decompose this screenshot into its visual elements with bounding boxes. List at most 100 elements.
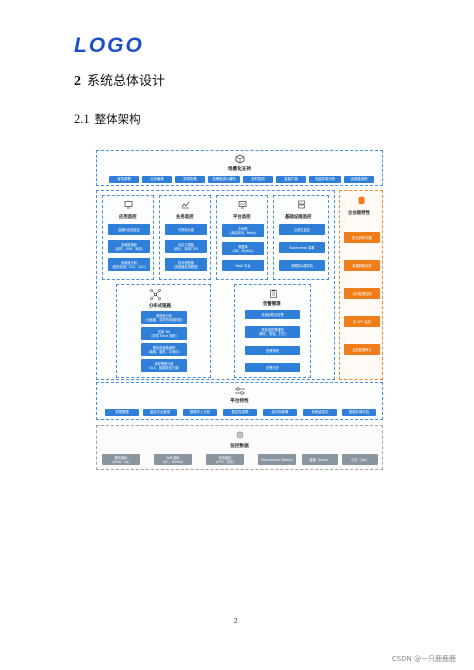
item-line: （服务实例、IDC、LDC） xyxy=(110,264,148,269)
data-tag: 链路（trace） xyxy=(302,454,338,465)
alerting-title: 告警管理 xyxy=(263,302,281,307)
item-line: 应用 Tail xyxy=(157,329,171,334)
cube-icon xyxy=(235,154,244,164)
alerting-item: 多渠道告警通知 （邮件、短信、钉钉） xyxy=(245,326,300,338)
item-line: Kubernetes 集群 xyxy=(289,245,315,250)
scenario-tag: 宣传部署 xyxy=(109,176,139,183)
platform-feature-tag: 权限管理 xyxy=(105,409,139,416)
item-line: （error、pv） xyxy=(110,459,132,464)
monitoring-data-section: 监控数据 服务指标（error、pv） JVM 指标（GC、thread） 系统… xyxy=(96,425,383,470)
item-line: 中间件 xyxy=(238,226,248,231)
monitor-icon xyxy=(238,201,247,209)
architecture-diagram: 场景化支持 宣传部署 业务编排 异常告警 告警推送&通知 定时拨测 智能扩缩 流… xyxy=(96,150,383,476)
scenario-tag: 定时拨测 xyxy=(243,176,273,183)
scenario-tag: 全链路追踪 xyxy=(344,176,374,183)
item-line: 多指标联合告警 xyxy=(261,312,284,317)
server-icon xyxy=(298,200,305,209)
item-line: 调用链分析 xyxy=(156,313,172,318)
item-line: 采样策略分析 xyxy=(154,361,174,366)
item-line: 数据库 xyxy=(238,244,248,249)
enterprise-item: 数据脱敏加密 xyxy=(344,260,380,271)
alerting-item: 告警历史 xyxy=(245,363,300,372)
enterprise-title: 企业级特性 xyxy=(348,211,370,216)
platform-feature-tag: 监控平台集成 xyxy=(143,409,177,416)
platform-monitor-title: 平台监控 xyxy=(233,215,251,220)
gear-icon xyxy=(236,431,243,439)
item-line: 告警规则 xyxy=(266,348,279,353)
tracing-item: 调用链分析 （全链路、实时的问题排查） xyxy=(141,311,187,324)
platform-monitor-item: 数据库 （DB、MySQL） xyxy=(222,242,264,255)
app-monitor-title: 应用监控 xyxy=(119,215,137,220)
infra-monitor-item: Kubernetes 集群 xyxy=(279,242,325,253)
biz-monitor-title: 业务监控 xyxy=(176,215,194,220)
item-line: 多渠道告警通知 xyxy=(261,328,284,332)
logo: LOGO xyxy=(74,34,144,57)
item-line: 自定义模板 xyxy=(178,242,194,247)
alerting-item: 多指标联合告警 xyxy=(245,310,300,319)
item-line: （端侧、服务、中间件） xyxy=(146,349,182,354)
item-line: （SLS、链路检索方案） xyxy=(146,365,182,370)
item-line: （DB、MySQL） xyxy=(230,248,256,253)
tracing-item: 采样策略分析 （SLS、链路检索方案） xyxy=(141,359,187,372)
item-line: 访问权限控制 xyxy=(352,291,372,296)
monitoring-capabilities-container xyxy=(96,190,335,380)
data-tag: JVM 指标（GC、thread） xyxy=(154,454,192,465)
item-line: 告警历史 xyxy=(266,365,279,370)
scenario-tag: 智能扩缩 xyxy=(276,176,306,183)
biz-monitor-item: 技术栈配置 （多链路复用模型） xyxy=(165,258,207,271)
enterprise-item: 多云部署/灾备 xyxy=(344,232,380,243)
page-number: 2 xyxy=(234,617,238,625)
scenario-support-title: 场景化支持 xyxy=(228,167,251,172)
infra-monitor-section: 基础设施监控 云原生监控 Kubernetes 集群 物理机&虚拟机 xyxy=(273,195,329,280)
item-line: 多维度指标 xyxy=(121,242,137,247)
subsection-number: 2.1 xyxy=(74,112,90,126)
tracing-title: 分布式链路 xyxy=(149,304,171,309)
enterprise-item: 监控数据审计 xyxy=(344,344,380,355)
platform-feature-tag: 稳定性保障 xyxy=(223,409,257,416)
item-line: 服务指标 xyxy=(114,455,128,460)
data-tag: Prometheus Metrics xyxy=(258,454,296,465)
sliders-icon xyxy=(234,387,245,395)
platform-monitor-section: 平台监控 中间件 （消息队列、Mesh） 数据库 （DB、MySQL） PaaS… xyxy=(216,195,268,280)
section-title: 系统总体设计 xyxy=(87,74,166,89)
item-line: Prometheus Metrics xyxy=(261,457,293,462)
database-icon xyxy=(358,196,365,205)
subsection-title: 整体架构 xyxy=(94,112,141,126)
enterprise-item: 多 VPC 监控 xyxy=(344,316,380,327)
screen-icon xyxy=(124,201,133,209)
alerting-item: 告警规则 xyxy=(245,346,300,355)
item-line: （统计、排序TOP） xyxy=(171,246,201,251)
item-line: JVM 指标 xyxy=(166,455,180,460)
scenario-tag: 业务编排 xyxy=(142,176,172,183)
item-line: 链路（trace） xyxy=(309,457,331,462)
item-line: 跨应用链路追踪 xyxy=(152,345,176,350)
platform-monitor-item: 中间件 （消息队列、Mesh） xyxy=(222,224,264,237)
clipboard-icon xyxy=(270,289,277,298)
enterprise-item: 访问权限控制 xyxy=(344,288,380,299)
item-line: （全链路、实时的问题排查） xyxy=(143,317,185,322)
scenario-tag: 异常告警 xyxy=(175,176,205,183)
app-monitor-item: 多维度分析 （服务实例、IDC、LDC） xyxy=(108,258,150,271)
item-line: 技术栈配置 xyxy=(178,260,194,265)
item-line: （延时、JVM、系统） xyxy=(113,246,145,251)
monitoring-data-title: 监控数据 xyxy=(230,444,249,449)
platform-feature-tag: 机房级容灾 xyxy=(303,409,337,416)
infra-monitor-item: 云原生监控 xyxy=(279,224,325,235)
data-tag: 日志（log） xyxy=(342,454,378,465)
section-number: 2 xyxy=(74,74,81,89)
data-tag: 服务指标（error、pv） xyxy=(102,454,140,465)
biz-monitor-section: 业务监控 可视化大盘 自定义模板 （统计、排序TOP） 技术栈配置 （多链路复用… xyxy=(159,195,211,280)
item-line: 物理机&虚拟机 xyxy=(291,263,313,268)
chart-icon xyxy=(181,201,190,209)
item-line: （GC、thread） xyxy=(160,459,186,464)
platform-feature-tag: 高可用部署 xyxy=(263,409,297,416)
item-line: PaaS 平台 xyxy=(235,263,251,268)
data-tag: 系统指标（CPU、内存） xyxy=(206,454,244,465)
enterprise-features-section: 企业级特性 多云部署/灾备 数据脱敏加密 访问权限控制 多 VPC 监控 监控数… xyxy=(339,190,383,380)
scenario-support-section: 场景化支持 宣传部署 业务编排 异常告警 告警推送&通知 定时拨测 智能扩缩 流… xyxy=(96,150,383,186)
biz-monitor-item: 自定义模板 （统计、排序TOP） xyxy=(165,240,207,253)
item-line: 云原生监控 xyxy=(294,227,310,232)
item-line: 多维度分析 xyxy=(121,260,137,265)
item-line: （CPU、内存） xyxy=(213,459,237,464)
platform-features-title: 平台特性 xyxy=(230,399,249,404)
